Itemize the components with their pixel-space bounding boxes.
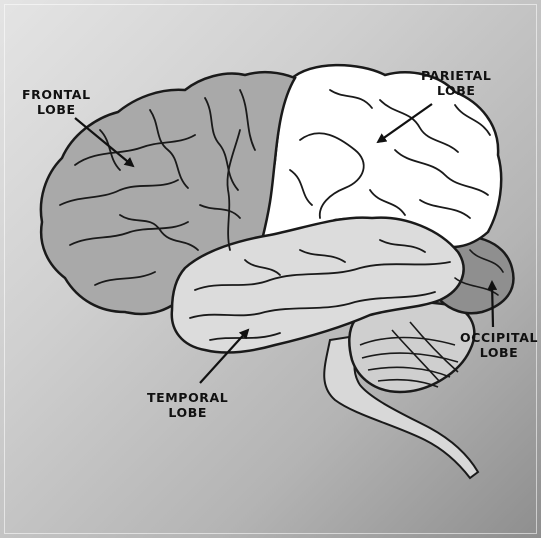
parietal-lobe-label: PARIETAL LOBE: [421, 68, 492, 98]
temporal-lobe-label: TEMPORAL LOBE: [147, 390, 229, 420]
frontal-arrow: [74, 117, 135, 168]
parietal-arrow: [376, 103, 433, 144]
temporal-arrow: [199, 328, 250, 384]
temporal-lobe: [170, 216, 465, 354]
occipital-lobe-label: OCCIPITAL LOBE: [460, 330, 539, 360]
cerebellum-folds: [359, 321, 459, 388]
brain-stem: [323, 333, 480, 480]
occipital-gyri: [454, 249, 504, 296]
leader-arrows: [74, 103, 498, 384]
occipital-arrow: [487, 280, 498, 328]
temporal-gyri: [189, 239, 451, 341]
frontal-lobe-label: FRONTAL LOBE: [22, 87, 91, 117]
parietal-gyri: [289, 89, 491, 219]
frontal-gyri: [59, 89, 256, 286]
